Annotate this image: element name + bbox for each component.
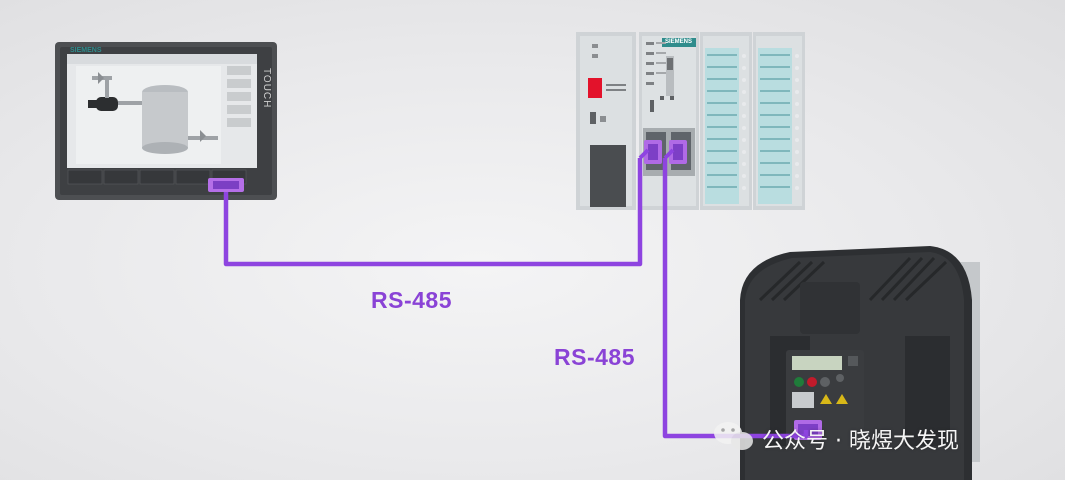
hmi-touch-panel bbox=[55, 42, 277, 200]
plc-rack bbox=[576, 32, 805, 210]
rs485-cable-hmi-to-plc bbox=[223, 158, 643, 267]
hmi-brand-label: SIEMENS bbox=[70, 47, 102, 54]
watermark-text: 公众号 · 晓煜大发现 bbox=[762, 429, 959, 454]
wechat-icon bbox=[714, 422, 753, 450]
rs485-label-plc-drive: RS-485 bbox=[554, 344, 635, 370]
frequency-inverter-drive bbox=[740, 246, 980, 480]
hmi-touch-label: TOUCH bbox=[261, 68, 272, 109]
rs485-label-hmi-plc: RS-485 bbox=[371, 287, 452, 313]
plc-brand-label: SIEMENS bbox=[665, 39, 693, 45]
